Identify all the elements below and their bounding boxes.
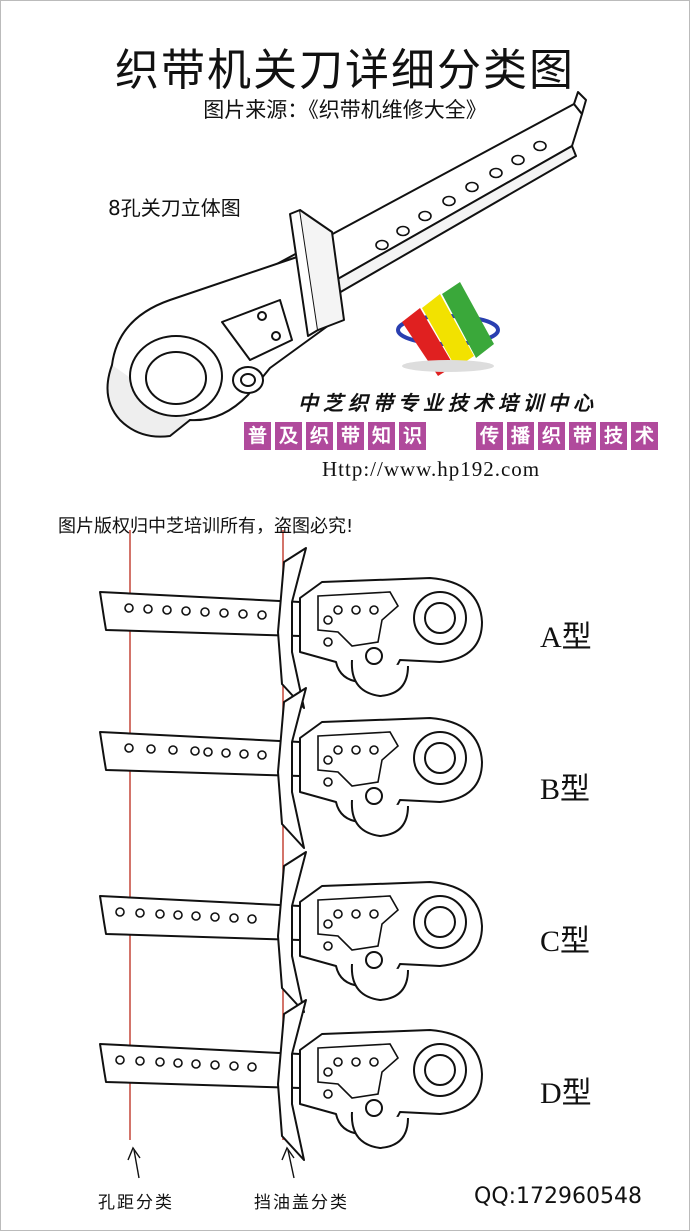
slogan-char: 带 [337, 422, 364, 450]
slogan-char: 技 [600, 422, 627, 450]
page-title: 织带机关刀详细分类图 [115, 45, 575, 96]
slogan-char: 普 [244, 422, 271, 450]
type-label-b: B型 [540, 773, 591, 806]
hole-spacing-label: 孔距分类 [98, 1193, 174, 1213]
slogan-char: 知 [368, 422, 395, 450]
slogan-char: 术 [631, 422, 658, 450]
slogan-char: 带 [569, 422, 596, 450]
knife-type-d [99, 999, 483, 1161]
type-label-c: C型 [540, 925, 591, 958]
copyright-notice: 图片版权归中芝培训所有，盗图必究! [58, 516, 354, 537]
slogan-char: 及 [275, 422, 302, 450]
knife-type-b [99, 687, 483, 849]
knife-type-a [99, 547, 483, 709]
slogan-left: 普 及 织 带 知 识 [244, 422, 426, 450]
training-center-logo [396, 282, 500, 376]
slogan-char: 传 [476, 422, 503, 450]
type-label-a: A型 [540, 621, 592, 654]
arrow-icon [281, 1146, 295, 1179]
slogan-right: 传 播 织 带 技 术 [476, 422, 658, 450]
oil-guard-label: 挡油盖分类 [254, 1193, 349, 1213]
qq-contact: QQ:172960548 [474, 1184, 643, 1209]
source-caption: 图片来源：《织带机维修大全》 [203, 98, 487, 122]
slogan-char: 识 [399, 422, 426, 450]
training-center-name: 中芝织带专业技术培训中心 [298, 391, 598, 415]
slogan-char: 织 [538, 422, 565, 450]
3d-view-label: 8孔关刀立体图 [108, 196, 241, 220]
knife-3d-illustration [106, 91, 587, 438]
slogan-char: 织 [306, 422, 333, 450]
arrow-icon [127, 1146, 141, 1179]
slogan-char: 播 [507, 422, 534, 450]
knife-type-c [99, 851, 483, 1013]
website-url: Http://www.hp192.com [322, 457, 541, 481]
type-label-d: D型 [540, 1077, 592, 1110]
